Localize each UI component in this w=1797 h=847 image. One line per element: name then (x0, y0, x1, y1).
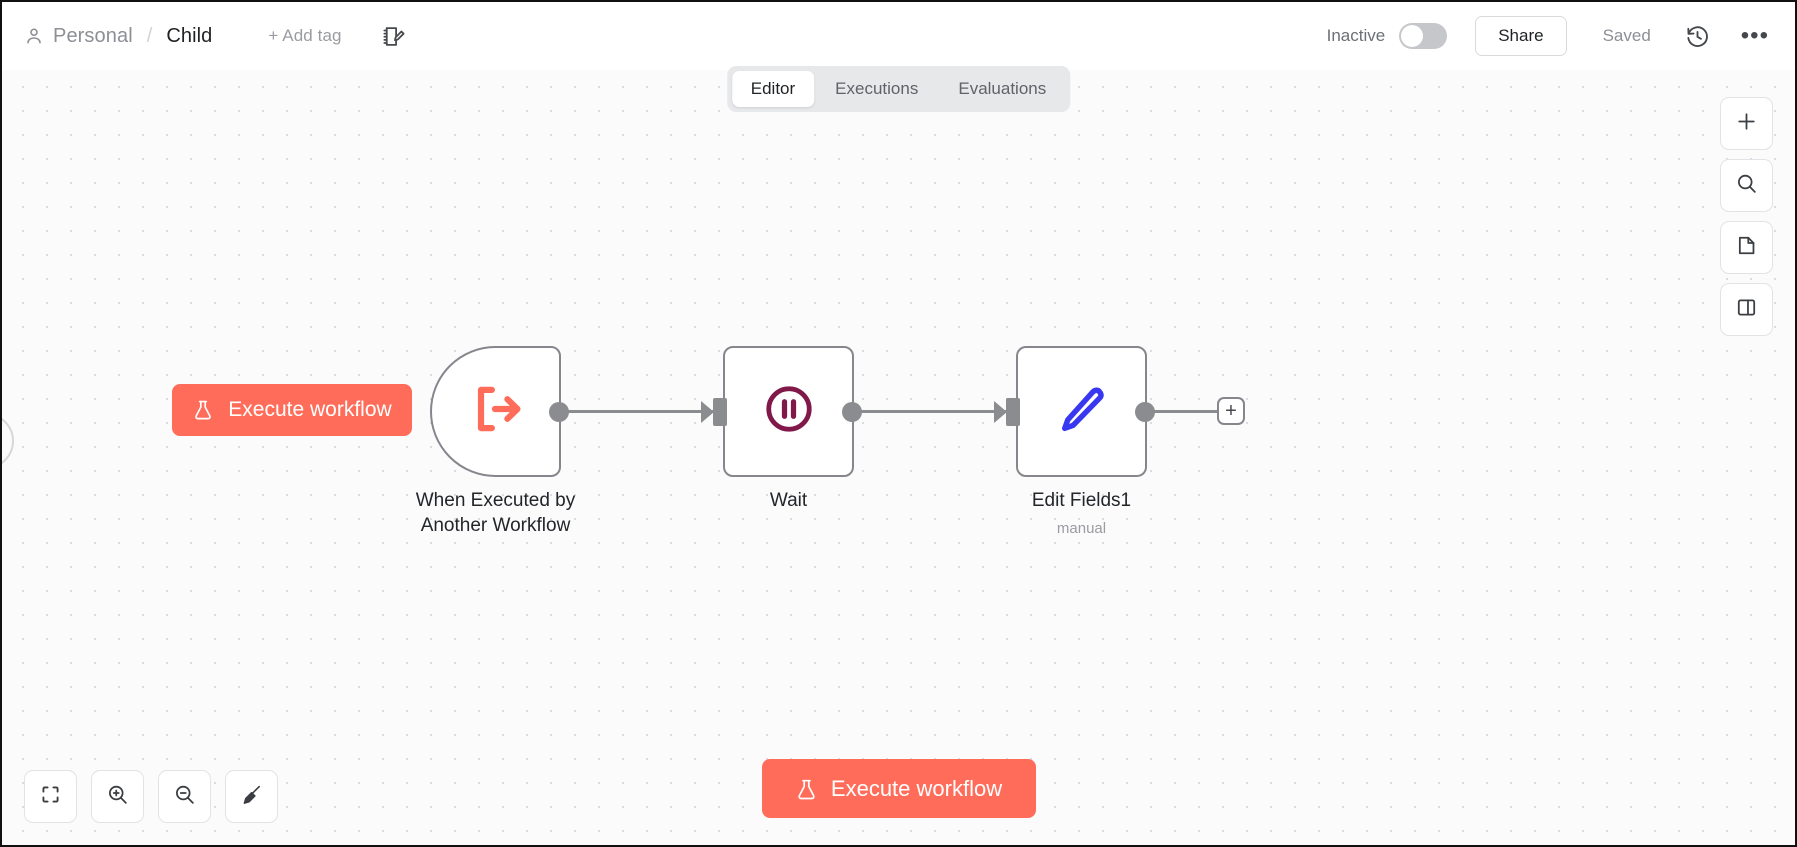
connector-trigger-to-wait[interactable] (558, 410, 726, 413)
plus-icon (1734, 109, 1759, 139)
zoom-in-icon (105, 782, 130, 812)
toggle-panel-button[interactable] (1720, 283, 1773, 336)
execute-workflow-pill-button[interactable]: Execute workflow (172, 384, 412, 436)
breadcrumb: Personal / Child + Add tag (24, 22, 408, 50)
tidy-up-button[interactable] (225, 770, 278, 823)
header-actions: Inactive Share Saved ••• (1327, 16, 1773, 56)
output-port[interactable] (842, 401, 862, 422)
tab-editor[interactable]: Editor (731, 71, 815, 107)
execute-workflow-label: Execute workflow (830, 775, 1003, 801)
canvas-zoom-toolbar (24, 770, 278, 823)
plus-icon: + (1225, 400, 1237, 422)
history-clock-icon[interactable] (1685, 23, 1711, 49)
broom-icon (239, 782, 264, 812)
node-label: Edit Fields1 (1031, 490, 1132, 511)
flask-icon (192, 398, 214, 422)
connector-editfields-to-add[interactable] (1144, 410, 1219, 413)
search-nodes-button[interactable] (1720, 159, 1773, 212)
add-node-button[interactable] (1720, 97, 1773, 150)
zoom-to-fit-button[interactable] (24, 770, 77, 823)
node-body[interactable] (430, 346, 569, 477)
zoom-in-button[interactable] (91, 770, 144, 823)
node-wait[interactable]: Wait (701, 346, 862, 511)
person-icon (24, 26, 44, 46)
add-next-node-button[interactable]: + (1217, 397, 1245, 425)
activation-status-label: Inactive (1326, 26, 1386, 45)
search-icon (1734, 171, 1759, 201)
execute-workflow-pill-label: Execute workflow (228, 398, 392, 421)
panel-layout-icon (1734, 295, 1759, 325)
zoom-out-button[interactable] (158, 770, 211, 823)
connector-wait-to-editfields[interactable] (851, 410, 1019, 413)
toggle-knob (1401, 25, 1424, 47)
canvas-right-toolbar (1720, 97, 1773, 336)
app-header: Personal / Child + Add tag Inactive Shar… (2, 2, 1795, 70)
node-label: When Executed by Another Workflow (415, 490, 576, 537)
view-tabs: Editor Executions Evaluations (726, 66, 1071, 112)
workflow-name[interactable]: Child (166, 24, 213, 47)
node-when-executed-by-another-workflow[interactable]: When Executed by Another Workflow (416, 346, 575, 536)
execute-arrow-icon (465, 378, 527, 445)
add-tag-button[interactable]: + Add tag (268, 26, 342, 45)
share-button[interactable]: Share (1475, 16, 1567, 56)
document-icon (1734, 233, 1759, 263)
pause-circle-icon (759, 379, 819, 444)
notes-edit-icon[interactable] (380, 22, 408, 50)
input-port[interactable] (994, 397, 1020, 426)
tab-evaluations[interactable]: Evaluations (958, 79, 1047, 98)
breadcrumb-separator: / (146, 24, 153, 47)
workflow-active-toggle[interactable] (1399, 23, 1448, 49)
node-edit-fields1[interactable]: Edit Fields1 manual (994, 346, 1155, 537)
pen-icon (1051, 378, 1113, 445)
save-status-label: Saved (1602, 26, 1651, 45)
offscreen-node-ghost (2, 413, 14, 469)
output-port[interactable] (1135, 401, 1155, 422)
add-sticky-note-button[interactable] (1720, 221, 1773, 274)
node-body[interactable] (994, 346, 1155, 477)
node-subtitle: manual (1056, 520, 1107, 537)
node-body[interactable] (701, 346, 862, 477)
more-options-button[interactable]: ••• (1740, 21, 1769, 49)
output-port[interactable] (549, 401, 569, 422)
breadcrumb-owner[interactable]: Personal (53, 24, 133, 47)
workflow-canvas[interactable]: Execute workflow When Executed by Anothe… (2, 70, 1795, 845)
execute-workflow-button[interactable]: Execute workflow (761, 759, 1036, 818)
tab-executions[interactable]: Executions (835, 79, 919, 98)
input-port[interactable] (701, 397, 727, 426)
fit-view-icon (38, 782, 63, 812)
node-label: Wait (769, 490, 808, 511)
zoom-out-icon (172, 782, 197, 812)
flask-icon (795, 777, 817, 801)
